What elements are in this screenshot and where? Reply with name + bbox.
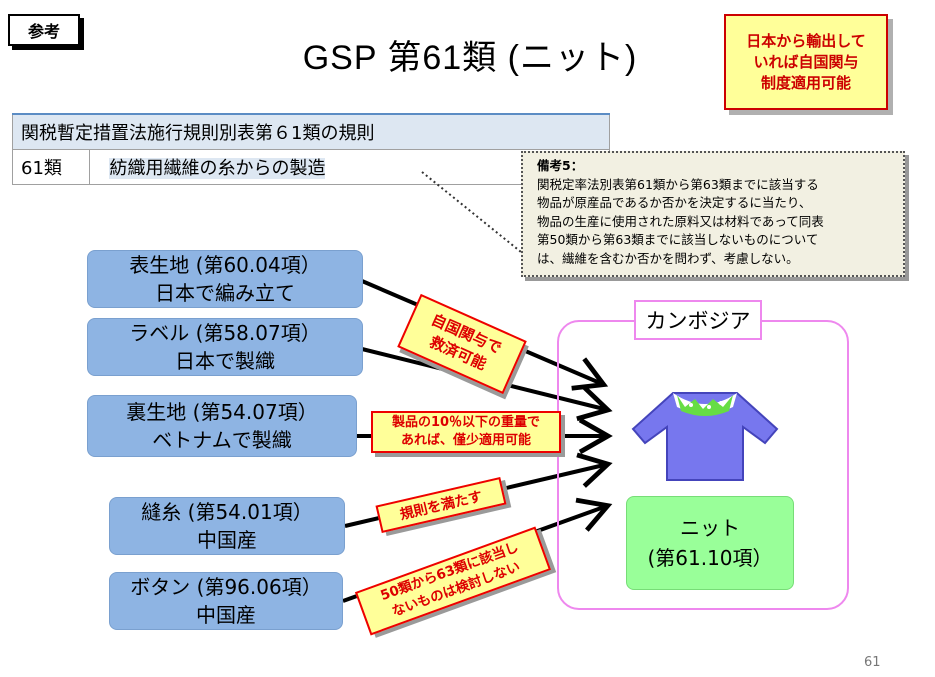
- reference-tag: 参考: [8, 14, 80, 46]
- remark-title: 備考5：: [537, 158, 584, 173]
- knit-product-name: ニット: [680, 516, 740, 540]
- export-note-line-1: 日本から輸出して: [746, 31, 866, 50]
- part-label: ラベル (第58.07項） 日本で製織: [87, 318, 363, 376]
- page-number: 61: [864, 655, 881, 670]
- rule-table-chapter: 61類: [12, 149, 90, 185]
- part-origin: 中国産: [196, 603, 256, 627]
- part-name: ラベル (第58.07項）: [129, 321, 321, 345]
- callout-de-minimis: 製品の10％以下の重量で あれば、僅少適用可能: [371, 411, 561, 453]
- rule-table-heading: 関税暫定措置法施行規則別表第６1類の規則: [12, 113, 610, 150]
- part-lining: 裏生地 (第54.07項） ベトナムで製織: [87, 395, 357, 457]
- sweater-icon: [631, 392, 779, 481]
- part-origin: 日本で編み立て: [155, 281, 295, 305]
- remark-connector: [421, 171, 522, 253]
- remark-line: は、繊維を含むか否かを問わず、考慮しない。: [537, 250, 799, 266]
- callout-line: 製品の10％以下の重量で: [391, 415, 541, 430]
- part-button: ボタン (第96.06項） 中国産: [109, 572, 343, 630]
- remark-line: 第50類から第63類までに該当しないものについて: [537, 232, 819, 247]
- remark-box: 備考5： 関税定率法別表第61類から第63類までに該当する 物品が原産品であるか…: [521, 151, 905, 277]
- part-thread: 縫糸 (第54.01項） 中国産: [109, 497, 345, 555]
- part-name: 縫糸 (第54.01項）: [141, 500, 313, 524]
- rule-table-rule: 紡織用繊維の糸からの製造: [109, 158, 326, 179]
- part-origin: 日本で製織: [175, 349, 275, 373]
- export-note-line-2: いれば自国関与: [753, 52, 859, 71]
- knit-product-box: ニット (第61.10項）: [626, 496, 794, 590]
- part-name: 表生地 (第60.04項）: [129, 253, 321, 277]
- part-name: 裏生地 (第54.07項）: [126, 400, 318, 424]
- cambodia-label: カンボジア: [634, 300, 762, 340]
- part-name: ボタン (第96.06項）: [130, 575, 322, 599]
- callout-line: あれば、僅少適用可能: [400, 433, 531, 448]
- export-note-line-3: 制度適用可能: [760, 73, 851, 92]
- part-origin: 中国産: [197, 528, 257, 552]
- part-outer-fabric: 表生地 (第60.04項） 日本で編み立て: [87, 250, 363, 308]
- knit-product-heading: (第61.10項）: [647, 546, 773, 570]
- part-origin: ベトナムで製織: [152, 428, 292, 452]
- slide-title: GSP 第61類 (ニット): [302, 39, 638, 77]
- export-note-box: 日本から輸出して いれば自国関与 制度適用可能: [724, 14, 888, 110]
- remark-line: 関税定率法別表第61類から第63類までに該当する: [537, 176, 819, 192]
- remark-line: 物品が原産品であるか否かを決定するに当たり、: [537, 195, 812, 210]
- remark-line: 物品の生産に使用された原料又は材料であって同表: [537, 213, 824, 229]
